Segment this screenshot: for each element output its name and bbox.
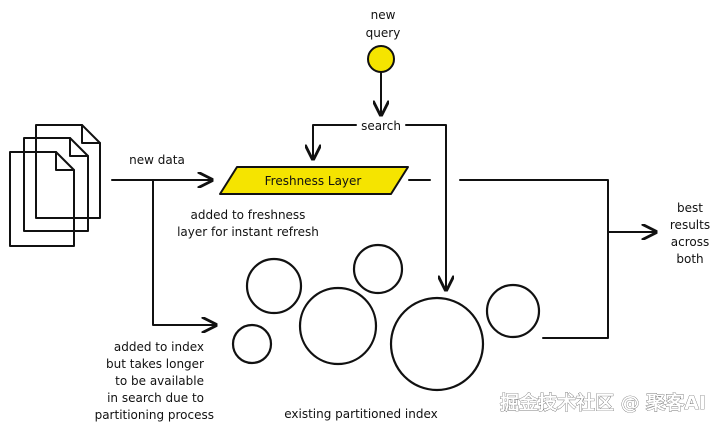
freshness-note-line-2: layer for instant refresh bbox=[177, 225, 319, 239]
index-partition-circle bbox=[298, 286, 378, 366]
search-label: search bbox=[361, 119, 401, 133]
search-to-freshness-arrow bbox=[313, 124, 357, 159]
index-note-line-2: but takes longer bbox=[106, 357, 204, 371]
index-note-line-4: in search due to bbox=[107, 391, 204, 405]
freshness-note-line-1: added to freshness bbox=[191, 208, 306, 222]
index-note-line-1: added to index bbox=[114, 340, 204, 354]
index-partition-circle bbox=[485, 283, 541, 339]
freshness-layer-label: Freshness Layer bbox=[265, 174, 362, 188]
best-results-line-3: across bbox=[671, 235, 709, 249]
new-query-label-line-2: query bbox=[366, 26, 401, 40]
index-partition-circle bbox=[231, 323, 273, 365]
query-dot-icon bbox=[367, 45, 395, 73]
index-partition-circle bbox=[389, 296, 485, 392]
index-partition-circle bbox=[245, 257, 303, 315]
new-data-to-index-arrow bbox=[152, 179, 216, 325]
new-query-label-line-1: new bbox=[371, 8, 396, 22]
existing-index-label: existing partitioned index bbox=[284, 407, 438, 421]
index-note-line-3: to be available bbox=[115, 374, 204, 388]
best-results-line-1: best bbox=[677, 201, 703, 215]
index-partition-circle bbox=[352, 243, 404, 295]
search-to-index-arrow bbox=[405, 124, 446, 290]
watermark-text: 掘金技术社区 @ 聚客AI bbox=[500, 391, 706, 414]
index-to-results-line bbox=[542, 231, 609, 339]
best-results-line-4: both bbox=[676, 252, 703, 266]
document-stack-icon bbox=[9, 124, 101, 247]
new-data-label: new data bbox=[129, 153, 185, 167]
index-note-line-5: partitioning process bbox=[95, 408, 214, 422]
best-results-line-2: results bbox=[670, 218, 710, 232]
freshness-to-results-line bbox=[459, 179, 609, 233]
freshness-layer-box bbox=[219, 166, 409, 195]
partitioned-index bbox=[231, 243, 541, 392]
